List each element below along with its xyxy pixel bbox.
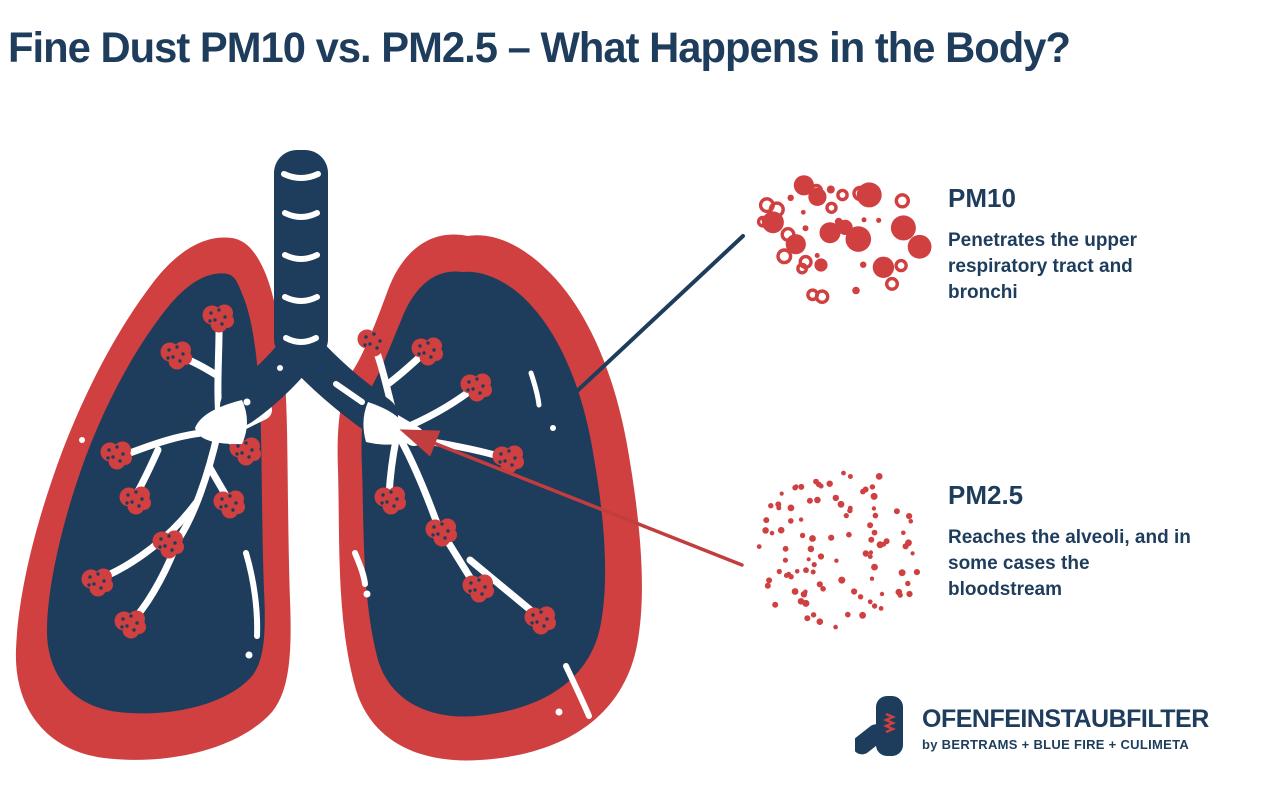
pm25-annotation: PM2.5 Reaches the alveoli, and in some c… xyxy=(948,480,1218,603)
particle-deposits-left xyxy=(81,304,261,639)
pm10-description: Penetrates the upper respiratory tract a… xyxy=(948,230,1137,303)
logo-tagline: by BERTRAMS + BLUE FIRE + CULIMETA xyxy=(922,736,1190,752)
right-lung-inner xyxy=(361,271,606,717)
pm10-annotation: PM10 Penetrates the upper respiratory tr… xyxy=(948,183,1188,306)
left-lung-inner xyxy=(46,273,265,714)
logo-brand: OFENFEINSTAUBFILTER xyxy=(922,704,1209,733)
pm25-arrow xyxy=(399,429,744,567)
chimney-filter-icon xyxy=(855,696,903,756)
lung-highlights xyxy=(79,317,592,719)
bronchus-entries xyxy=(195,400,409,445)
lungs-inner xyxy=(46,271,606,717)
pm25-particle-cluster xyxy=(756,470,921,630)
pm25-description: Reaches the alveoli, and in some cases t… xyxy=(948,527,1191,600)
page-title: Fine Dust PM10 vs. PM2.5 – What Happens … xyxy=(8,24,1071,72)
pm10-heading: PM10 xyxy=(948,183,1016,213)
pm25-heading: PM2.5 xyxy=(948,480,1024,510)
pm10-connector-line xyxy=(558,234,745,409)
pm10-particle-cluster xyxy=(756,175,932,305)
logo: OFENFEINSTAUBFILTER by BERTRAMS + BLUE F… xyxy=(855,694,1209,762)
